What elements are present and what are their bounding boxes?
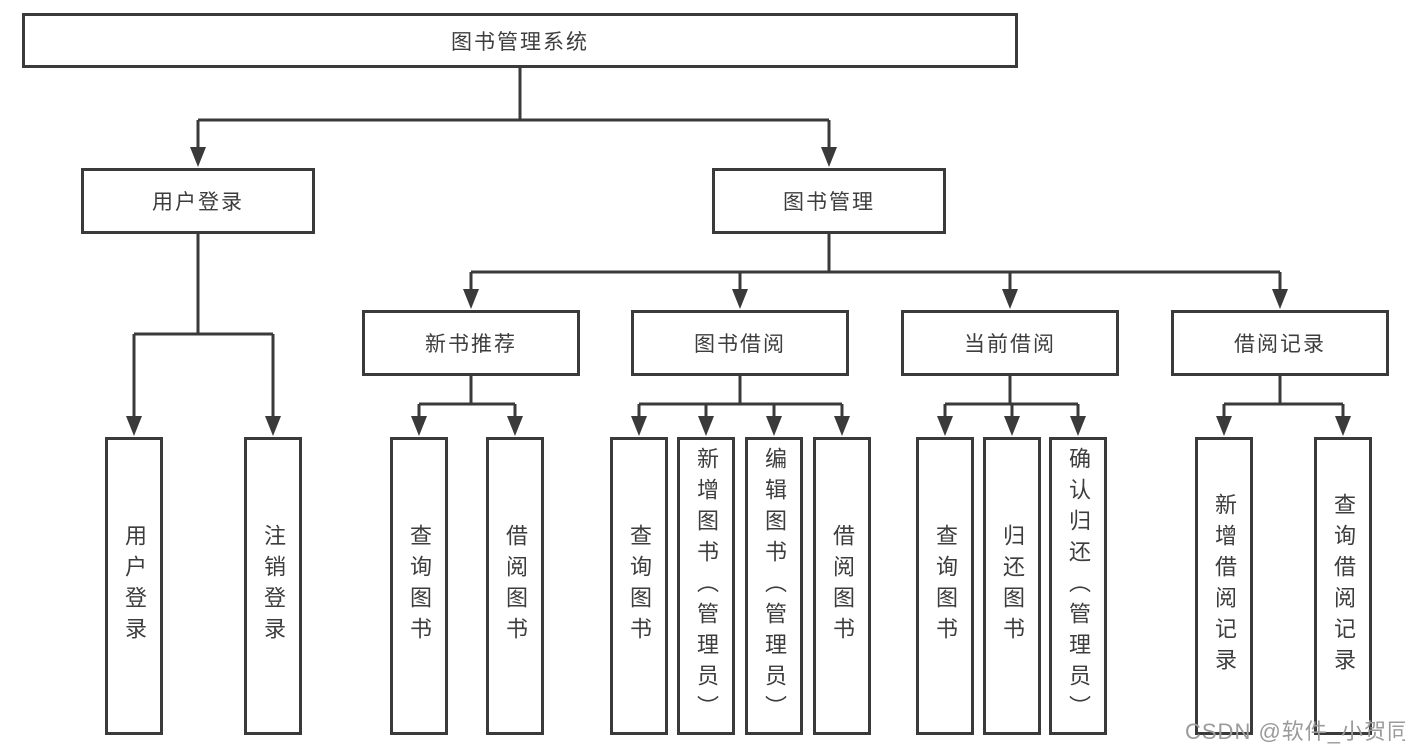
leaf-query-book-current: 查询图书 xyxy=(916,437,974,735)
leaf-user-login: 用户登录 xyxy=(105,437,163,735)
node-current-borrow: 当前借阅 xyxy=(901,310,1119,376)
node-new-book-recommend: 新书推荐 xyxy=(362,310,580,376)
leaf-add-book-admin: 新增图书（管理员） xyxy=(677,437,735,735)
leaf-return-book: 归还图书 xyxy=(983,437,1041,735)
leaf-logout: 注销登录 xyxy=(244,437,302,735)
leaf-confirm-return-admin: 确认归还（管理员） xyxy=(1049,437,1107,735)
leaf-add-borrow-record: 新增借阅记录 xyxy=(1195,437,1253,735)
node-book-management: 图书管理 xyxy=(712,168,946,234)
leaf-query-borrow-record: 查询借阅记录 xyxy=(1314,437,1372,735)
node-user-login: 用户登录 xyxy=(81,168,315,234)
node-root-library-system: 图书管理系统 xyxy=(22,13,1018,68)
node-borrow-records: 借阅记录 xyxy=(1171,310,1389,376)
csdn-watermark: CSDN @软件_小贺同学 xyxy=(1185,719,1405,744)
leaf-edit-book-admin: 编辑图书（管理员） xyxy=(745,437,803,735)
leaf-borrow-book-recommend: 借阅图书 xyxy=(486,437,544,735)
node-book-borrow: 图书借阅 xyxy=(631,310,849,376)
leaf-query-book-borrow: 查询图书 xyxy=(610,437,668,735)
leaf-borrow-book: 借阅图书 xyxy=(813,437,871,735)
leaf-query-book-recommend: 查询图书 xyxy=(390,437,448,735)
